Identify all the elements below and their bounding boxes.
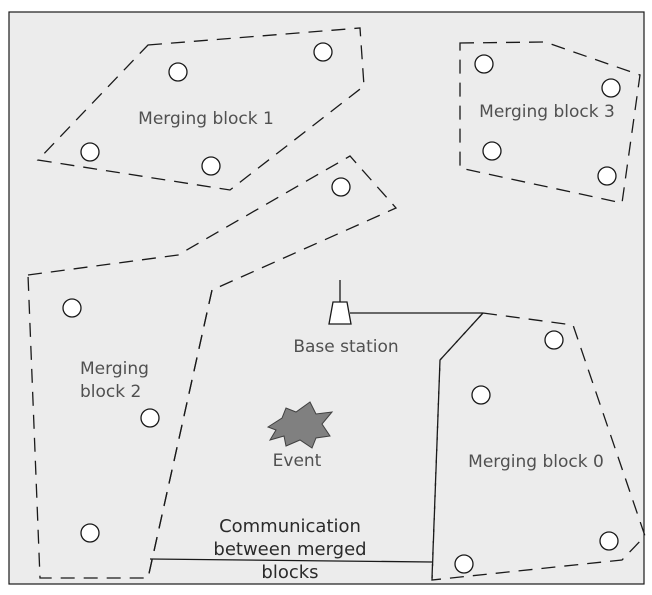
merging-block-2-boundary — [27, 155, 398, 579]
sensor-node-icon — [80, 523, 100, 543]
base-station-label: Base station — [293, 337, 398, 357]
sensor-node-icon — [62, 298, 82, 318]
central-region-right-boundary — [431, 312, 484, 579]
communication-label-line2: between merged — [213, 539, 366, 560]
central-region-boundary — [147, 289, 213, 579]
sensor-node-icon — [601, 78, 621, 98]
merging-block-3-boundary — [459, 41, 641, 204]
base-station-icon — [328, 280, 352, 325]
sensor-node-icon — [331, 177, 351, 197]
merging-block-3-label: Merging block 3 — [479, 102, 615, 122]
sensor-node-icon — [482, 141, 502, 161]
sensor-node-icon — [140, 408, 160, 428]
merging-block-2-label-line1: Merging — [80, 359, 149, 379]
communication-label-line1: Communication — [219, 516, 361, 537]
sensor-node-icon — [474, 54, 494, 74]
diagram-border — [8, 11, 645, 585]
communication-label-line3: blocks — [261, 562, 318, 583]
event-label: Event — [273, 451, 322, 471]
sensor-node-icon — [544, 330, 564, 350]
sensor-node-icon — [454, 554, 474, 574]
sensor-node-icon — [599, 531, 619, 551]
sensor-node-icon — [313, 42, 333, 62]
event-icon — [266, 401, 334, 449]
communication-line — [149, 558, 433, 563]
merging-block-1-label: Merging block 1 — [138, 109, 274, 129]
sensor-node-icon — [597, 166, 617, 186]
merging-block-1-boundary — [36, 27, 365, 191]
merging-block-0-label: Merging block 0 — [468, 452, 604, 472]
sensor-node-icon — [201, 156, 221, 176]
sensor-node-icon — [80, 142, 100, 162]
sensor-node-icon — [471, 385, 491, 405]
sensor-node-icon — [168, 62, 188, 82]
merging-block-2-label-line2: block 2 — [80, 382, 141, 402]
merging-block-0-boundary — [431, 312, 646, 581]
